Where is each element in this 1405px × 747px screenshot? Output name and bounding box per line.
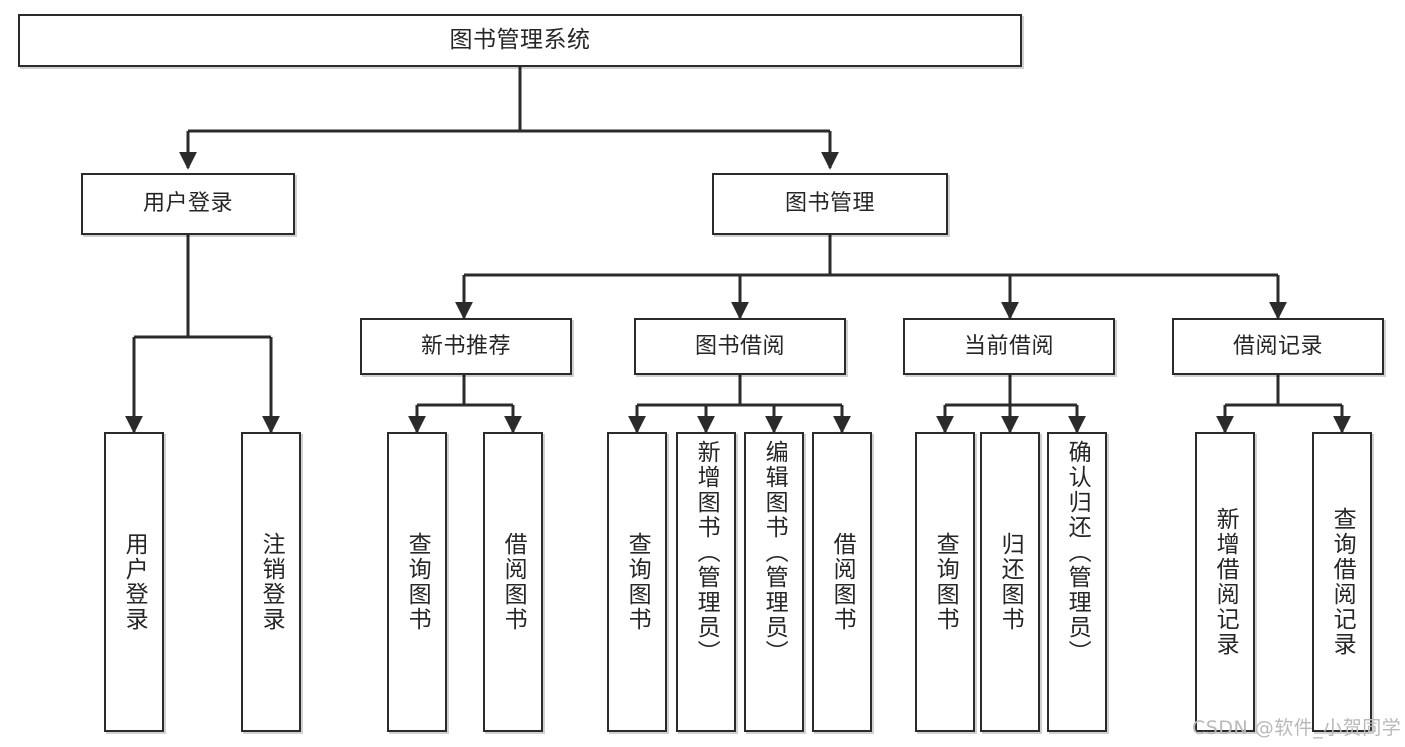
leaf-user-login-label: 用户登录 [121,532,148,632]
node-book-borrow-label: 图书借阅 [694,333,785,359]
leaf-add-book[interactable]: 新增图书（管理员） [676,432,736,732]
leaf-query-book-3-label: 查询图书 [932,532,959,632]
node-root[interactable]: 图书管理系统 [18,14,1022,67]
node-current-borrow[interactable]: 当前借阅 [903,318,1115,375]
node-current-borrow-label: 当前借阅 [963,333,1054,359]
leaf-query-book-2-label: 查询图书 [624,532,651,632]
node-borrow-record-label: 借阅记录 [1232,333,1323,359]
leaf-confirm-return-label: 确认归还（管理员） [1064,440,1091,665]
node-new-book-recommend[interactable]: 新书推荐 [360,318,572,375]
leaf-borrow-book-1[interactable]: 借阅图书 [483,432,543,732]
leaf-query-book-1[interactable]: 查询图书 [387,432,447,732]
node-root-label: 图书管理系统 [449,26,591,53]
leaf-query-record-label: 查询借阅记录 [1329,507,1356,657]
leaf-edit-book[interactable]: 编辑图书（管理员） [744,432,804,732]
leaf-add-record[interactable]: 新增借阅记录 [1195,432,1255,732]
leaf-return-book-label: 归还图书 [997,532,1024,632]
leaf-add-book-label: 新增图书（管理员） [693,440,720,665]
node-book-borrow[interactable]: 图书借阅 [634,318,846,375]
leaf-confirm-return[interactable]: 确认归还（管理员） [1047,432,1107,732]
node-user-login-label: 用户登录 [142,191,233,217]
leaf-borrow-book-2[interactable]: 借阅图书 [812,432,872,732]
leaf-edit-book-label: 编辑图书（管理员） [761,440,788,665]
csdn-watermark: CSDN @软件_小贺同学 [1192,717,1402,739]
leaf-query-record[interactable]: 查询借阅记录 [1312,432,1372,732]
leaf-add-record-label: 新增借阅记录 [1212,507,1239,657]
leaf-borrow-book-2-label: 借阅图书 [829,532,856,632]
leaf-return-book[interactable]: 归还图书 [980,432,1040,732]
leaf-borrow-book-1-label: 借阅图书 [500,532,527,632]
leaf-query-book-1-label: 查询图书 [404,532,431,632]
leaf-logout-login-label: 注销登录 [258,532,285,632]
node-user-login[interactable]: 用户登录 [81,173,295,235]
leaf-user-login[interactable]: 用户登录 [104,432,164,732]
node-new-book-recommend-label: 新书推荐 [420,333,511,359]
node-book-manage[interactable]: 图书管理 [712,173,948,235]
node-borrow-record[interactable]: 借阅记录 [1172,318,1384,375]
node-book-manage-label: 图书管理 [784,191,875,217]
leaf-logout-login[interactable]: 注销登录 [241,432,301,732]
leaf-query-book-2[interactable]: 查询图书 [607,432,667,732]
leaf-query-book-3[interactable]: 查询图书 [915,432,975,732]
